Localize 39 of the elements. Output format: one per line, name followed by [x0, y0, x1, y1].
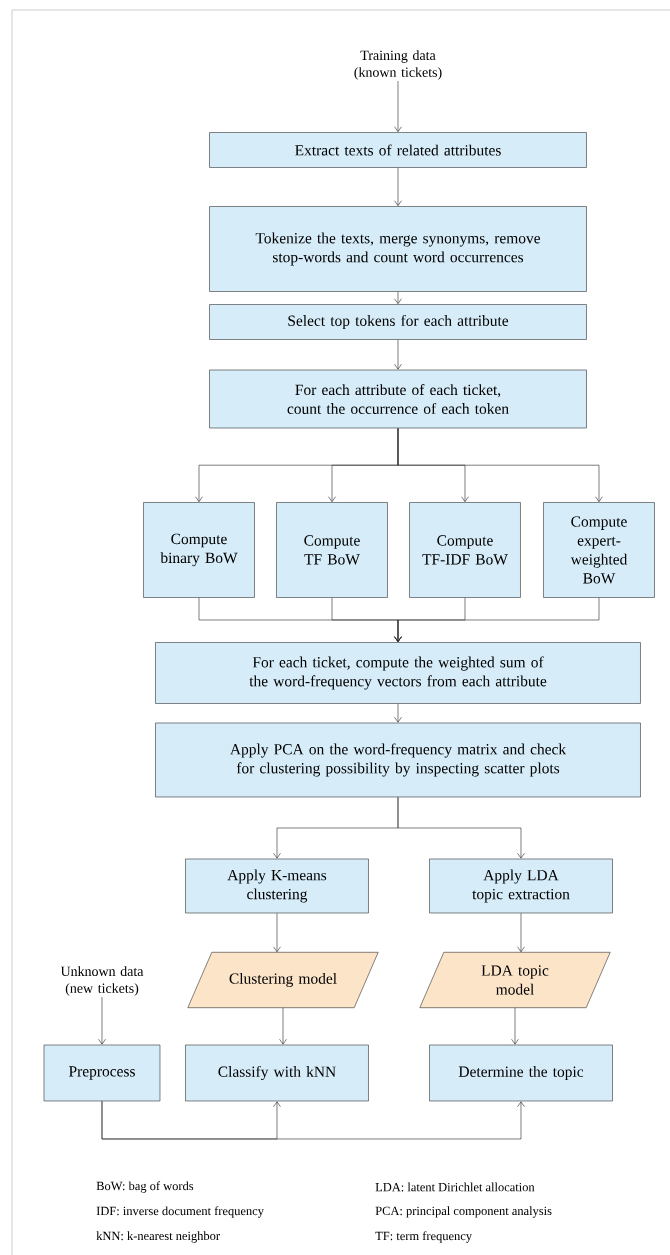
abbreviation-text: PCA: principal component analysis [375, 1206, 552, 1218]
arrow [397, 428, 603, 502]
process-box: Compute TF-IDF BoW [409, 502, 521, 598]
arrow [394, 703, 402, 723]
arrow [279, 1007, 287, 1045]
input-text: Unknown data (new tickets) [60, 966, 144, 996]
arrow [517, 913, 525, 953]
arrow [511, 1007, 519, 1045]
abbreviation-text: IDF: inverse document frequency [96, 1206, 264, 1218]
process-box: Select top tokens for each attribute [209, 304, 587, 340]
process-box: Apply K-means clustering [185, 858, 369, 914]
data-parallelogram: Clustering model [187, 952, 379, 1008]
process-box: Tokenize the texts, merge synonyms, remove stop-words and count word occurrences [209, 206, 587, 292]
arrow [394, 291, 402, 304]
process-box: Apply PCA on the word-frequency matrix and check for clustering possibility by inspecting scatter plots [155, 722, 641, 798]
input-text: Training data (known tickets) [354, 50, 442, 80]
abbreviation-text: kNN: k-nearest neighbor [96, 1231, 220, 1243]
process-box: Compute TF BoW [276, 502, 388, 598]
arrow [394, 597, 600, 642]
process-box: Compute expert-weighted BoW [543, 502, 655, 598]
process-box: Preprocess [43, 1044, 161, 1102]
arrow [397, 797, 525, 859]
arrow [101, 1101, 525, 1140]
arrow [394, 167, 402, 206]
process-box: Compute binary BoW [143, 502, 255, 598]
arrow [273, 913, 281, 953]
abbreviation-text: BoW: bag of words [96, 1181, 194, 1193]
abbreviation-text: LDA: latent Dirichlet allocation [375, 1182, 535, 1192]
process-box: Extract texts of related attributes [209, 132, 587, 168]
process-box: For each ticket, compute the weighted sum of the word-frequency vectors from each attribute [155, 642, 641, 704]
process-box: Apply LDA topic extraction [429, 858, 613, 914]
arrow [394, 339, 402, 370]
abbreviation-text: TF: term frequency [375, 1231, 472, 1243]
process-box: For each attribute of each ticket, count the occurrence of each token [209, 369, 587, 429]
arrow [394, 80, 402, 132]
arrow [98, 996, 106, 1045]
process-box: Classify with kNN [185, 1044, 369, 1102]
data-parallelogram: LDA topic model [419, 952, 611, 1008]
process-box: Determine the topic [429, 1044, 613, 1102]
